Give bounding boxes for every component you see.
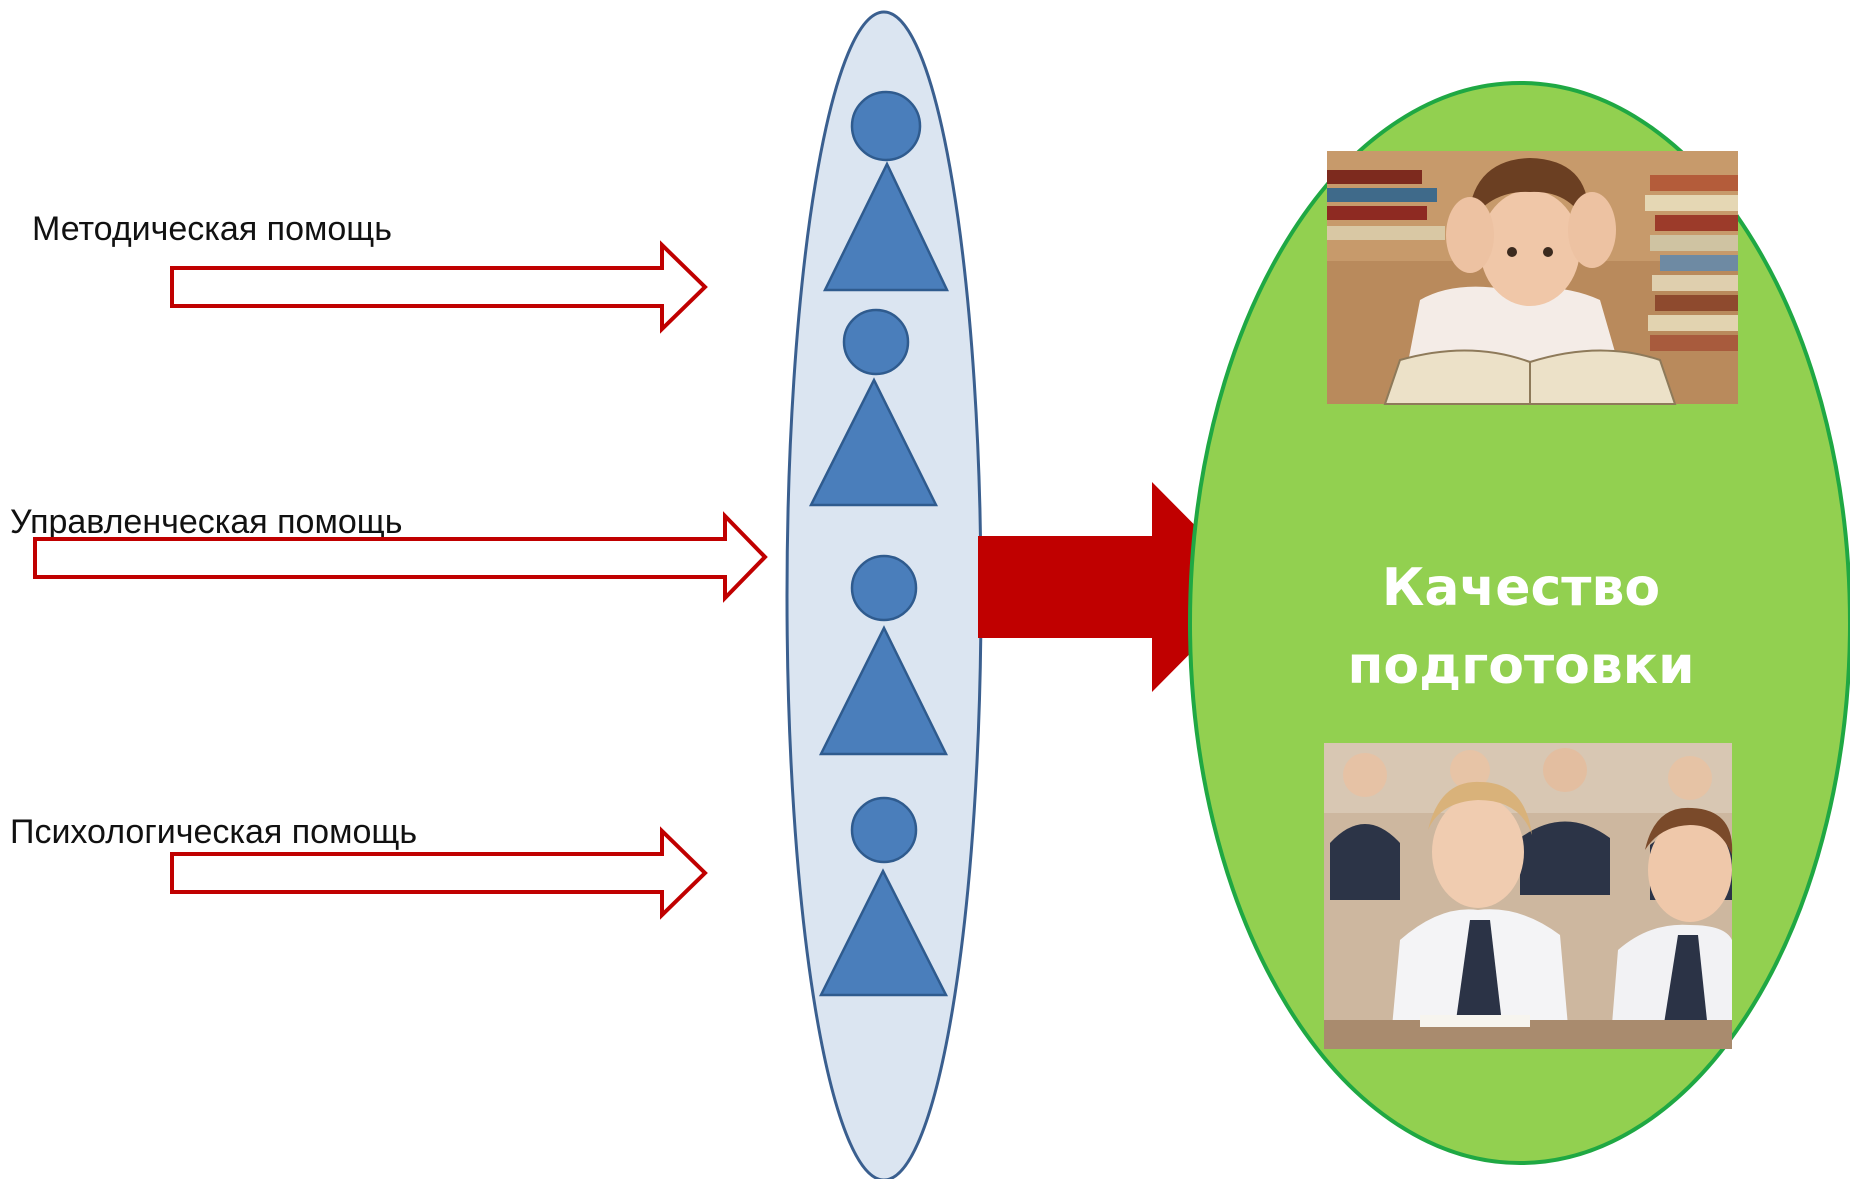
person-head <box>850 796 918 864</box>
person-figure <box>822 90 949 292</box>
person-body <box>822 161 949 292</box>
input-label-managerial: Управленческая помощь <box>10 503 402 541</box>
person-head <box>850 554 918 622</box>
input-arrow-methodical <box>170 240 708 334</box>
result-title-line2: подготовки <box>1347 636 1694 696</box>
input-label-methodical: Методическая помощь <box>32 210 392 248</box>
input-arrow-psychological <box>170 826 708 920</box>
input-arrow-managerial <box>33 511 768 603</box>
person-figure <box>808 308 939 507</box>
person-head <box>850 90 922 162</box>
person-body <box>818 868 949 997</box>
main-arrow <box>978 482 1256 692</box>
students-in-classroom-photo <box>1324 743 1733 1049</box>
boy-with-books-photo <box>1327 151 1738 405</box>
input-label-psychological: Психологическая помощь <box>10 813 417 851</box>
result-title-line1: Качество <box>1382 558 1660 618</box>
person-body <box>808 377 939 507</box>
person-figure <box>818 796 949 997</box>
person-body <box>818 625 949 756</box>
person-figure <box>818 554 949 756</box>
person-head <box>842 308 910 376</box>
